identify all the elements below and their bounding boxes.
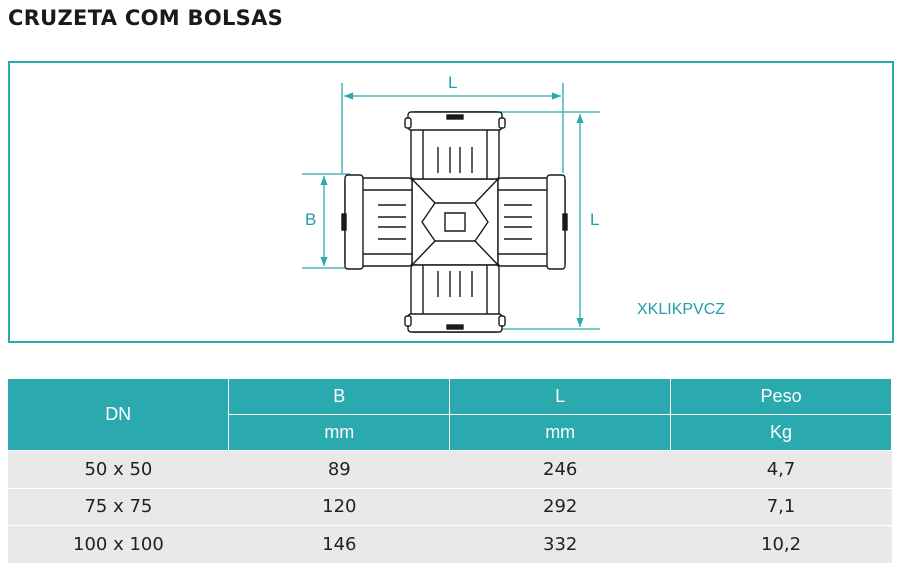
- page-title: CRUZETA COM BOLSAS: [8, 6, 284, 30]
- cell-dn: 50 x 50: [8, 450, 229, 488]
- unit-header-b: mm: [228, 414, 451, 451]
- unit-header-peso: Kg: [670, 414, 892, 451]
- table-row: 100 x 100 146 332 10,2: [8, 525, 892, 563]
- column-header-dn: DN: [8, 378, 230, 451]
- technical-drawing-frame: L B L XKLIKPVCZ: [8, 61, 894, 343]
- dimension-label-right-l: L: [590, 210, 600, 229]
- column-header-b: B: [228, 378, 451, 415]
- table-row: 50 x 50 89 246 4,7: [8, 450, 892, 488]
- cell-peso: 4,7: [670, 450, 892, 488]
- dimension-label-b: B: [305, 210, 317, 229]
- cell-l: 292: [449, 487, 671, 526]
- cell-b: 89: [228, 450, 450, 488]
- cell-dn: 100 x 100: [8, 525, 229, 563]
- cell-dn: 75 x 75: [8, 487, 229, 526]
- cell-l: 332: [449, 525, 671, 563]
- table-header-row: DN B L Peso: [8, 378, 892, 451]
- cross-fitting-drawing: [302, 83, 600, 333]
- cell-peso: 10,2: [670, 525, 892, 563]
- cell-b: 146: [228, 525, 450, 563]
- column-header-peso: Peso: [670, 378, 892, 415]
- cell-b: 120: [228, 487, 450, 526]
- cell-l: 246: [449, 450, 671, 488]
- product-code: XKLIKPVCZ: [637, 301, 726, 318]
- cross-fitting-outline: [341, 111, 568, 333]
- cell-peso: 7,1: [670, 487, 892, 526]
- dimension-lines: [302, 83, 600, 330]
- dimension-label-top-l: L: [448, 73, 458, 92]
- unit-header-l: mm: [449, 414, 672, 451]
- column-header-l: L: [449, 378, 672, 415]
- table-unit-row: mm mm Kg: [8, 414, 892, 451]
- table-row: 75 x 75 120 292 7,1: [8, 487, 892, 526]
- specification-table: DN B L Peso mm mm Kg 50 x 50 89 246 4,7 …: [8, 378, 892, 563]
